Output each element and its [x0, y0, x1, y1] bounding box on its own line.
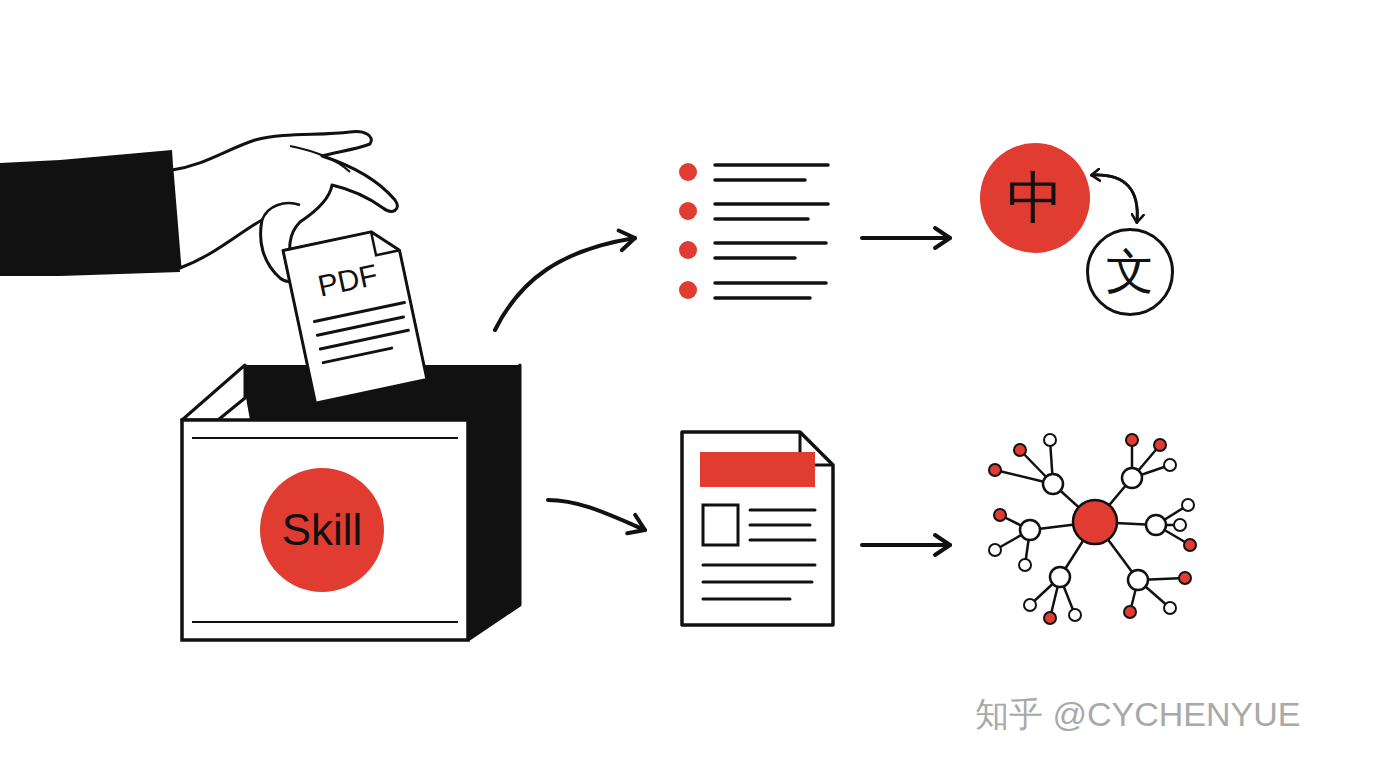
list-line [715, 241, 826, 245]
document-outline [682, 432, 833, 625]
circle-label: 文 [1106, 248, 1154, 296]
list-line [715, 281, 826, 285]
graph-leaf [1179, 572, 1191, 584]
graph-leaf [1124, 606, 1136, 618]
flow-arrow [862, 543, 950, 547]
paper-fold [371, 227, 399, 255]
skill-circle: Skill [260, 468, 384, 592]
watermark: 知乎 @CYCHENYUE [975, 692, 1300, 738]
document-line [703, 581, 812, 584]
chinese-circle: 中 [980, 143, 1090, 253]
list-icon [679, 163, 828, 299]
graph-leaf [989, 544, 1001, 556]
sleeve [0, 150, 180, 276]
hand-line [290, 146, 350, 172]
box-side [468, 365, 520, 640]
box-line [192, 621, 458, 623]
graph-leaf [1154, 439, 1166, 451]
bullet [679, 202, 697, 220]
network-graph [989, 434, 1196, 624]
graph-leaf [1174, 519, 1186, 531]
graph-leaf [1126, 434, 1138, 446]
cycle-arrow [1092, 175, 1138, 223]
graph-leaf [1044, 434, 1056, 446]
cycle-arrow [1092, 175, 1138, 223]
document-line [750, 509, 815, 512]
graph-node [1128, 570, 1148, 590]
graph-leaf [1024, 599, 1036, 611]
document-line [750, 539, 815, 542]
translation-circle: 文 [1086, 228, 1174, 316]
graph-leaf [1164, 459, 1176, 471]
list-line [715, 202, 828, 206]
paper-line [323, 348, 391, 363]
flow-arrow [548, 500, 645, 530]
graph-leaf [1014, 444, 1026, 456]
graph-node [1050, 567, 1070, 587]
bullet [679, 163, 697, 181]
document-line [703, 564, 815, 567]
graph-leaf [1044, 612, 1056, 624]
graph-hub [1073, 500, 1117, 544]
paper [283, 227, 427, 403]
bullet [679, 241, 697, 259]
box-flap [182, 365, 245, 420]
graph-leaf [989, 464, 1001, 476]
list-line [715, 296, 810, 300]
list-line [715, 217, 808, 221]
box-line [192, 437, 458, 439]
graph-leaf [1164, 602, 1176, 614]
flow-arrow [495, 238, 635, 330]
graph-leaf [1019, 559, 1031, 571]
list-line [715, 163, 828, 167]
graph-leaf [1182, 499, 1194, 511]
graph-node [1146, 515, 1166, 535]
document-line [703, 598, 790, 601]
circle-label: Skill [282, 508, 363, 552]
document-header [700, 452, 815, 487]
document-icon [682, 432, 833, 625]
graph-node [1020, 520, 1040, 540]
bullet [679, 281, 697, 299]
box-front [182, 420, 468, 640]
graph-node [1043, 474, 1063, 494]
graph-leaf [1184, 539, 1196, 551]
flow-arrow [862, 236, 950, 240]
graph-node [1122, 468, 1142, 488]
list-line [715, 256, 795, 260]
graph-leaf [1069, 609, 1081, 621]
paper-line [320, 330, 408, 349]
hand-line [262, 203, 300, 220]
document-image [703, 505, 738, 545]
circle-label: 中 [1007, 170, 1063, 226]
document-line [750, 524, 810, 527]
graph-leaf [994, 509, 1006, 521]
list-line [715, 178, 805, 182]
